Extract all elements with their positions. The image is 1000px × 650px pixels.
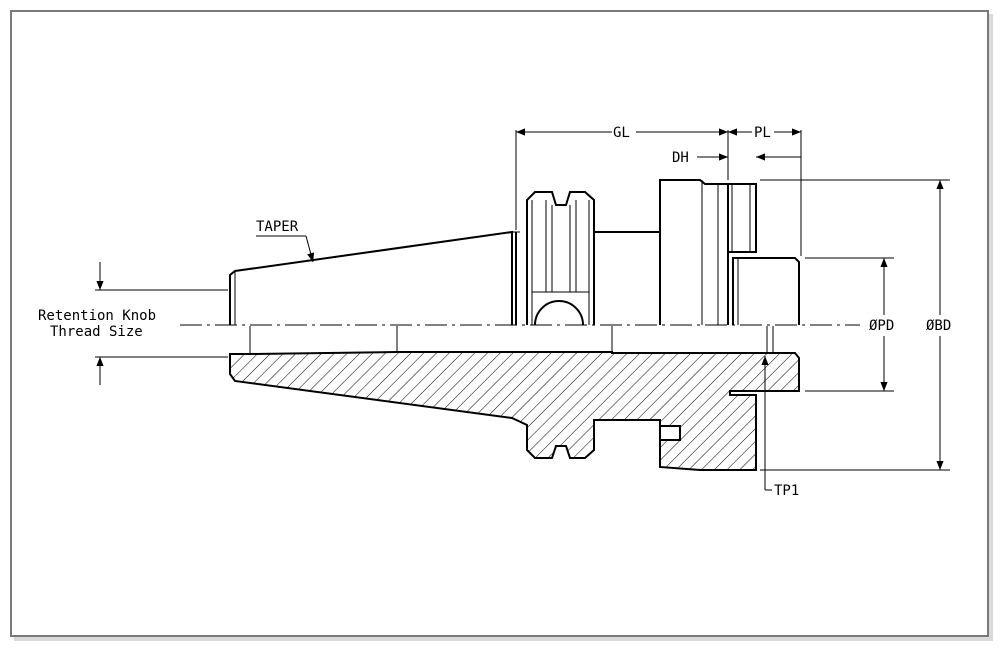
retention-label-line1: Retention Knob xyxy=(38,308,156,324)
pd-label: ØPD xyxy=(869,318,894,334)
gl-label: GL xyxy=(613,125,630,141)
drive-slot xyxy=(534,300,584,326)
dh-label: DH xyxy=(672,150,689,166)
retention-label-line2: Thread Size xyxy=(50,324,143,340)
drawing-sheet xyxy=(10,10,989,637)
tp1-label: TP1 xyxy=(774,483,799,499)
pilot-outline xyxy=(732,257,800,325)
section-hatch xyxy=(229,351,800,471)
pl-label: PL xyxy=(754,125,771,141)
bd-label: ØBD xyxy=(926,318,951,334)
taper-label: TAPER xyxy=(256,219,299,235)
thread-outline xyxy=(728,183,757,253)
taper-outline xyxy=(229,230,513,325)
flange-outline xyxy=(515,191,595,325)
body-outline xyxy=(594,231,661,325)
key-slot xyxy=(659,425,681,441)
